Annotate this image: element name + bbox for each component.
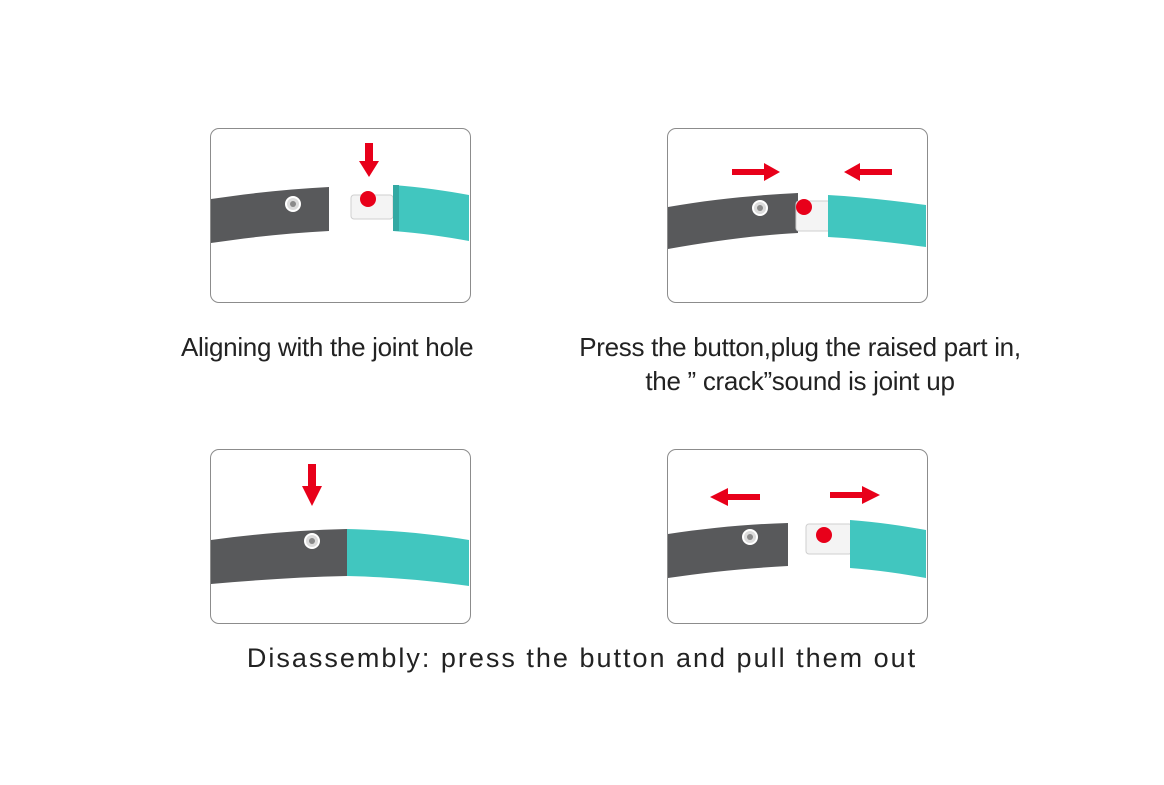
red-dot-icon bbox=[816, 527, 832, 543]
caption-align: Aligning with the joint hole bbox=[181, 332, 474, 362]
panel-press-button bbox=[210, 449, 471, 624]
teal-tube-shadow bbox=[393, 185, 399, 231]
red-dot-icon bbox=[796, 199, 812, 215]
press-button-illustration bbox=[211, 464, 469, 586]
panel-align bbox=[210, 128, 471, 303]
right-arrow-icon bbox=[732, 163, 780, 181]
gray-tube bbox=[668, 523, 788, 578]
left-arrow-icon bbox=[710, 488, 760, 506]
panel-plug-in bbox=[667, 128, 928, 303]
caption-plug-in: Press the button,plug the raised part in… bbox=[540, 330, 1060, 398]
pull-out-illustration bbox=[668, 486, 926, 578]
gray-tube bbox=[211, 187, 329, 243]
caption-plug-in-line-1: Press the button,plug the raised part in… bbox=[579, 332, 1021, 362]
red-dot-icon bbox=[360, 191, 376, 207]
gray-tube bbox=[668, 193, 798, 249]
left-arrow-icon bbox=[844, 163, 892, 181]
gray-tube bbox=[211, 529, 347, 584]
teal-tube bbox=[347, 529, 469, 586]
caption-disassembly: Disassembly: press the button and pull t… bbox=[246, 643, 918, 673]
down-arrow-icon bbox=[359, 143, 379, 177]
right-arrow-icon bbox=[830, 486, 880, 504]
teal-tube bbox=[828, 195, 926, 247]
down-arrow-icon bbox=[302, 464, 322, 506]
align-illustration bbox=[211, 143, 469, 243]
caption-plug-in-line-2: the ” crack”sound is joint up bbox=[645, 366, 955, 396]
plug-in-illustration bbox=[668, 163, 926, 249]
panel-pull-out bbox=[667, 449, 928, 624]
teal-tube bbox=[850, 520, 926, 578]
teal-tube bbox=[393, 185, 469, 241]
